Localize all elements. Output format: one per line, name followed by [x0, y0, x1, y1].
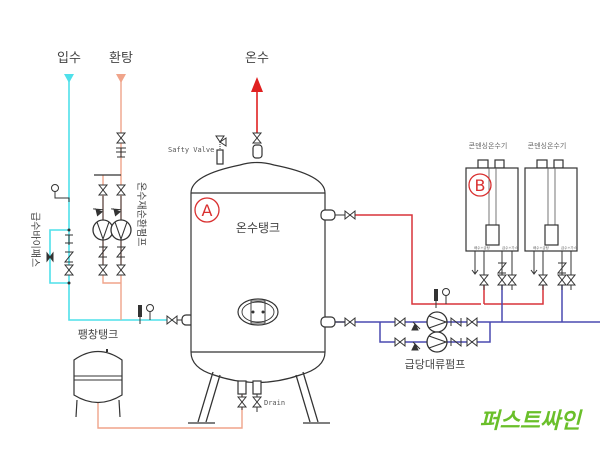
inlet-thermometer-icon: [137, 304, 143, 325]
inlet-valve-icon[interactable]: [166, 315, 178, 325]
heater-marker-b: B: [468, 173, 492, 197]
inlet-gauge-icon: [146, 304, 154, 321]
cold-water-label: 입수: [57, 51, 81, 66]
circ-gauge-icon: [442, 288, 450, 305]
condensing-heater-2: 배수+급탕 급수+가스: [524, 159, 578, 290]
safety-valve-label: Safty Valve: [168, 146, 214, 154]
tank-marker-a-text: A: [202, 201, 213, 220]
hot-outlet-valve-icon[interactable]: [252, 132, 262, 144]
hot-water-pump-1-icon[interactable]: [426, 311, 448, 333]
heater-1-port-left: 배수+급탕: [474, 245, 491, 250]
return-water-arrow-icon: [116, 74, 126, 83]
recirc-pump-2-icon[interactable]: [110, 219, 132, 241]
hot-water-pump-2-icon[interactable]: [426, 331, 448, 353]
bypass-valve-group: [46, 184, 74, 285]
return-strainer-icon: [116, 147, 126, 158]
heater-1-port-right: 급수+가스: [502, 245, 519, 250]
recirc-pump-group: [91, 184, 132, 276]
recirc-pump-label: 온수재순환펌프: [135, 182, 147, 246]
heater-marker-b-text: B: [475, 176, 486, 195]
bypass-label: 급수바이패스: [29, 212, 41, 267]
recirc-pump-1-icon[interactable]: [92, 219, 114, 241]
circulation-pipe: [330, 285, 600, 343]
heater-2-label: 콘덴싱온수기: [528, 141, 567, 150]
return-water-label: 환탕: [109, 51, 133, 66]
pressure-gauge-icon: [51, 184, 70, 202]
return-check-valve-icon: [116, 132, 126, 144]
tank-marker-a: A: [194, 197, 220, 223]
return-valve-icon[interactable]: [344, 317, 356, 327]
heater-2-port-right: 급수+가스: [561, 245, 578, 250]
expansion-tank-label: 팽창탱크: [78, 328, 118, 341]
cold-water-arrow-icon: [64, 74, 74, 83]
hot-water-outlet-pipe: [251, 77, 263, 133]
hot-supply-valve-icon[interactable]: [344, 210, 356, 220]
drain-valves: [237, 394, 262, 412]
hot-water-tank-label: 온수탱크: [236, 221, 280, 235]
drain-valve-icon[interactable]: [252, 396, 262, 408]
safety-valve-icon[interactable]: [215, 135, 227, 150]
hot-water-pump-group: [394, 311, 478, 353]
hot-water-tank: [188, 144, 336, 424]
expansion-tank: [73, 349, 123, 418]
circ-thermometer-icon: [433, 288, 439, 309]
condensing-heater-1: 배수+급탕 급수+가스: [465, 159, 519, 290]
hot-water-pump-label: 급당대류펌프: [405, 358, 466, 371]
heater-1-label: 콘덴싱온수기: [469, 141, 508, 150]
drain-label: Drain: [264, 399, 285, 407]
hot-water-out-label: 온수: [245, 51, 269, 66]
heater-2-port-left: 배수+급탕: [533, 245, 550, 250]
brand-logo: 퍼스트싸인: [479, 409, 583, 434]
